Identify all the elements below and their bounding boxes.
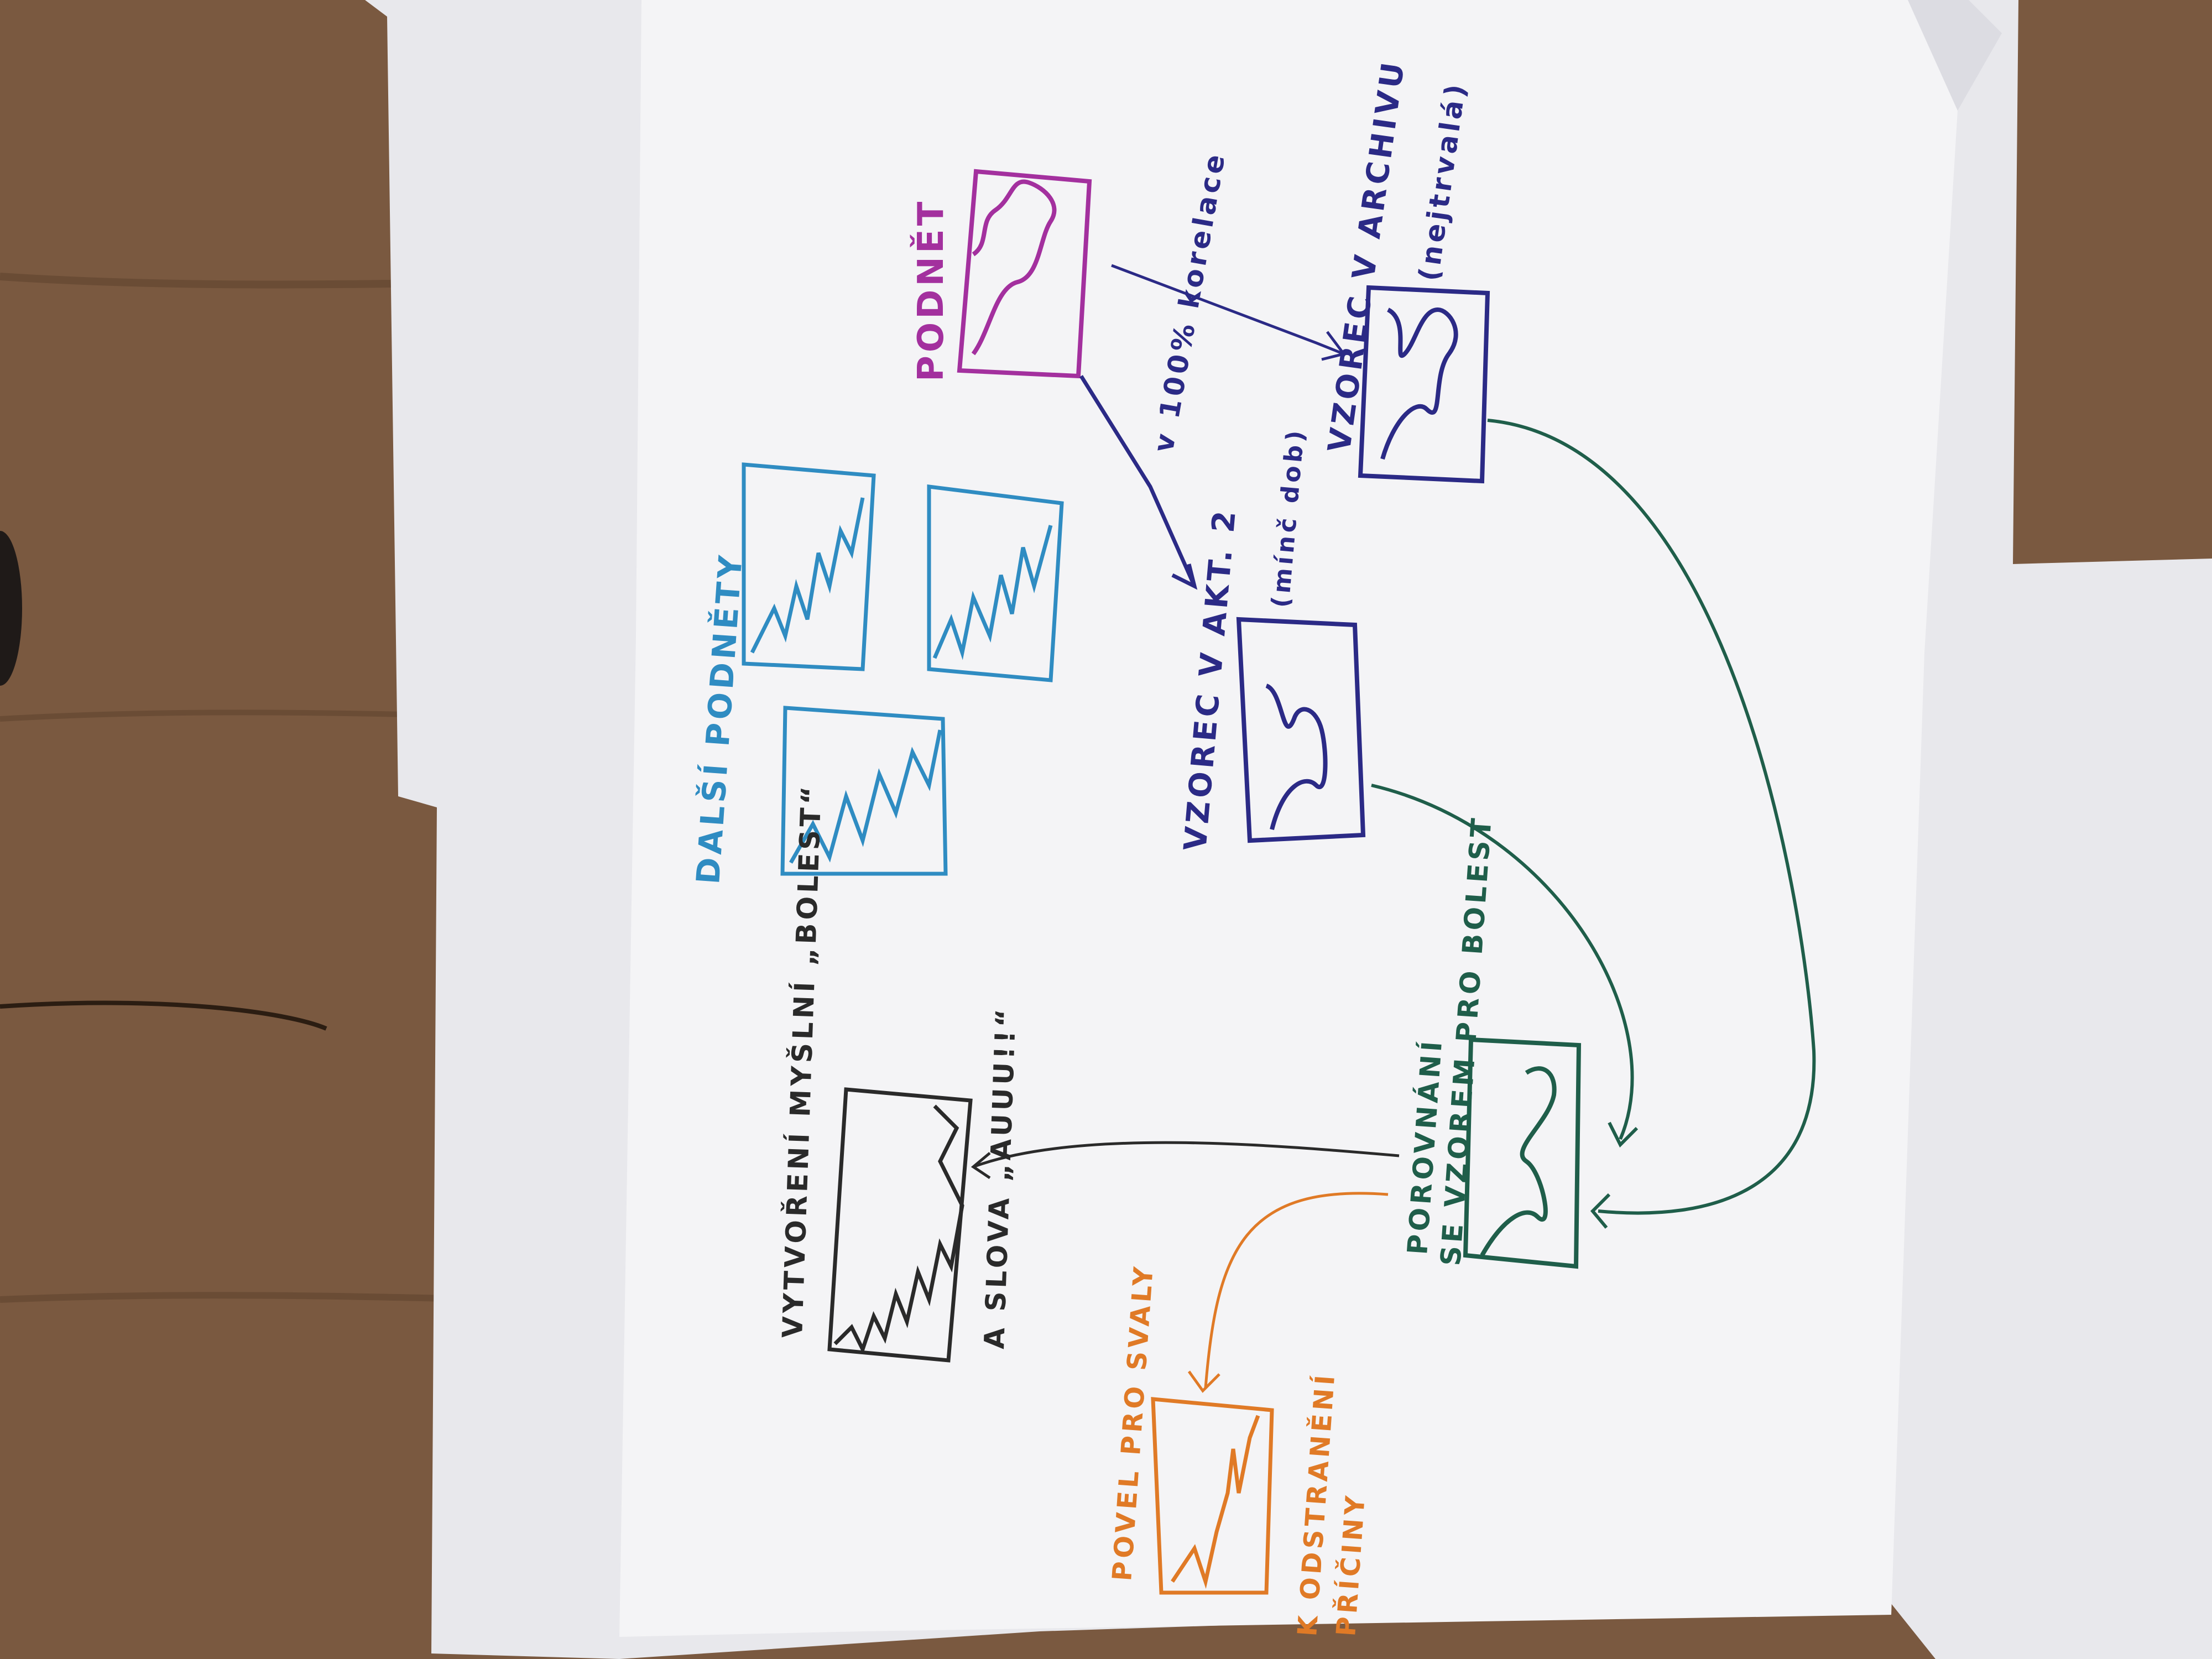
wood-crack-line: [0, 1000, 327, 1031]
vytvoreni-waveform: [833, 1104, 964, 1355]
dalsi-podnet-box-1: [742, 462, 876, 671]
podnet-label: PODNĚT: [910, 199, 952, 382]
podnet-waveform: [971, 179, 1057, 356]
dalsi-waveform-1: [750, 497, 865, 654]
podnet-box: [957, 169, 1092, 379]
aktualni-to-porovnani-arrow: [1371, 784, 1634, 1140]
archiv-pattern-box: [1358, 285, 1490, 484]
archiv-arrowhead: [1590, 1193, 1611, 1229]
aktualni-arrowhead: [1608, 1121, 1639, 1148]
dalsi-waveform-2: [932, 525, 1053, 660]
porovnani-to-povel-arrow: [1204, 1192, 1389, 1389]
archiv-to-porovnani-arrow: [1487, 419, 1816, 1215]
povel-waveform: [1171, 1415, 1260, 1589]
vytvoreni-box: [827, 1087, 973, 1363]
dalsi-podnet-box-3: [780, 706, 948, 876]
aktualni-waveform: [1265, 684, 1328, 830]
dalsi-waveform-3: [789, 729, 942, 864]
porovnani-waveform: [1480, 1066, 1557, 1256]
main-paper-sheet: [619, 0, 1958, 1637]
povel-box: [1151, 1397, 1274, 1595]
paper-fold: [1908, 0, 2002, 111]
archiv-waveform: [1380, 307, 1458, 460]
dalsi-podnet-box-2: [927, 484, 1064, 682]
porovnani-box: [1463, 1037, 1582, 1269]
povel-arrowhead: [1187, 1370, 1220, 1393]
archiv-connector: [1111, 264, 1344, 356]
archiv-connector-arrowhead: [1321, 331, 1347, 361]
vytvoreni-arrowhead: [971, 1152, 991, 1180]
korelace-arrow: [1079, 375, 1197, 587]
korelace-arrowhead: [1171, 564, 1198, 590]
aktualni-pattern-box: [1236, 617, 1366, 843]
porovnani-to-vytvoreni-arrow: [973, 1141, 1400, 1168]
dark-object-edge: [0, 531, 22, 686]
